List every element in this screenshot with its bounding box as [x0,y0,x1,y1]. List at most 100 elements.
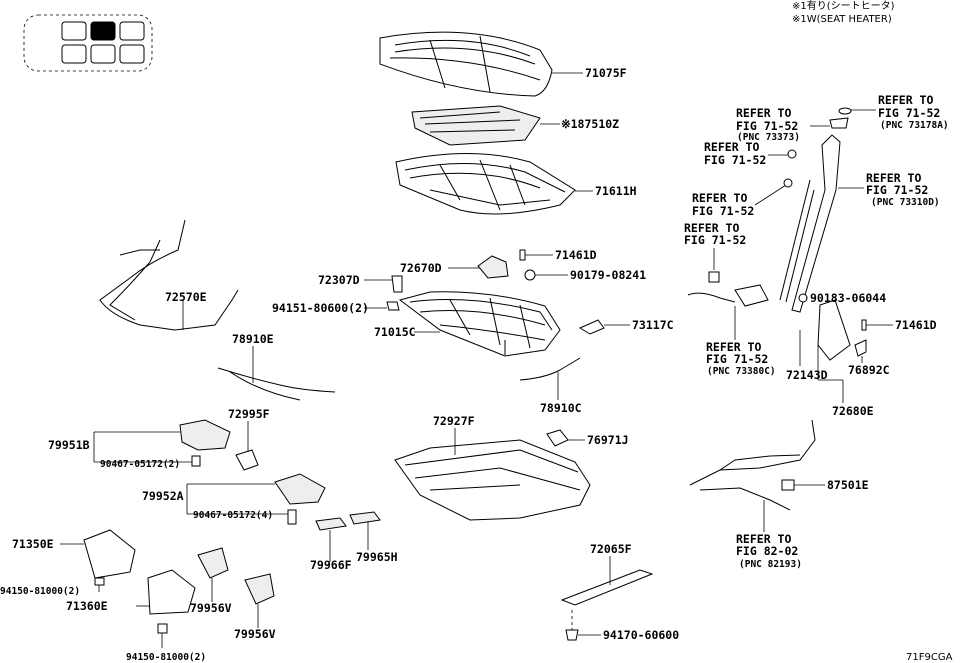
screw-90467-2[interactable] [191,455,201,467]
label-76971J[interactable]: 76971J [587,433,629,447]
label-73117C[interactable]: 73117C [632,318,674,332]
label-72927F[interactable]: 72927F [433,414,475,428]
label-94170[interactable]: 94170-60600 [603,628,679,642]
refer-block-5[interactable]: REFER TO FIG 71-52 [692,178,793,218]
refer-block-6[interactable]: REFER TO FIG 71-52 [684,221,746,283]
label-78910E[interactable]: 78910E [232,332,274,346]
part-72307D[interactable] [391,275,403,293]
svg-text:(PNC 73373): (PNC 73373) [737,132,800,143]
label-87510Z[interactable]: ※187510Z [561,117,619,131]
wire-harness-87501E[interactable] [689,419,816,511]
nut-90179[interactable] [524,269,536,281]
svg-text:FIG 71-52: FIG 71-52 [866,183,928,197]
label-76892C[interactable]: 76892C [848,363,890,377]
part-76892C[interactable] [854,339,867,357]
screw-90467-4[interactable] [287,509,297,525]
label-78910C[interactable]: 78910C [540,401,582,415]
nut-94150-b[interactable] [157,623,168,634]
label-90183[interactable]: 90183-06044 [810,291,886,305]
seat-locator-icon [23,14,153,72]
seat-belt-assembly[interactable] [734,134,851,361]
seat-tray-72927F[interactable] [394,439,591,521]
wire-78910E[interactable] [217,367,336,393]
seat-heater-pad[interactable] [411,105,541,146]
svg-text:FIG 71-52: FIG 71-52 [878,106,940,120]
note-seat-heater-en: ※1W(SEAT HEATER) [792,14,892,25]
label-90179[interactable]: 90179-08241 [570,268,646,282]
part-79965H[interactable] [349,511,381,525]
clip-71461D-top[interactable] [519,249,526,261]
label-71360E[interactable]: 71360E [66,599,108,613]
refer-block-3[interactable]: REFER TO FIG 71-52 [704,140,797,167]
diagram-code: 71F9CGA [906,652,953,663]
connector-87501E[interactable] [781,479,795,491]
label-79965H[interactable]: 79965H [356,550,398,564]
label-71015C[interactable]: 71015C [374,325,416,339]
label-79956V-b[interactable]: 79956V [234,627,276,641]
svg-text:(PNC 73310D): (PNC 73310D) [871,197,940,208]
label-72307D[interactable]: 72307D [318,273,360,287]
refer-block-7[interactable]: REFER TO FIG 71-52 (PNC 73380C) [687,292,776,377]
label-71461D-right[interactable]: 71461D [895,318,937,332]
hinge-71350E[interactable] [83,529,136,579]
label-72995F[interactable]: 72995F [228,407,270,421]
refer-block-2[interactable]: REFER TO FIG 71-52 (PNC 73178A) [838,93,949,131]
svg-text:FIG 71-52: FIG 71-52 [704,153,766,167]
label-79956V-a[interactable]: 79956V [190,601,232,615]
label-87501E[interactable]: 87501E [827,478,869,492]
svg-text:FIG 71-52: FIG 71-52 [736,119,798,133]
label-79952A[interactable]: 79952A [142,489,184,503]
label-90467-4[interactable]: 90467-05172(4) [193,510,273,521]
note-seat-heater-jp: ※1有り(シートヒータ) [792,0,895,12]
label-71461D-top[interactable]: 71461D [555,248,597,262]
label-71075F[interactable]: 71075F [585,66,627,80]
label-72670D[interactable]: 72670D [400,261,442,275]
part-76971J[interactable] [546,429,569,447]
label-94151[interactable]: 94151-80600(2) [272,301,369,315]
svg-text:(PNC 73178A): (PNC 73178A) [880,120,949,131]
label-94150-b[interactable]: 94150-81000(2) [126,652,206,663]
cushion-pad-part[interactable] [395,153,576,215]
seat-cover-part[interactable] [379,31,553,97]
svg-text:FIG 71-52: FIG 71-52 [684,233,746,247]
label-94150-a[interactable]: 94150-81000(2) [0,586,80,597]
label-79951B[interactable]: 79951B [48,438,90,452]
cover-79951B[interactable] [179,419,231,451]
svg-text:FIG 82-02: FIG 82-02 [736,544,798,558]
label-71350E[interactable]: 71350E [12,537,54,551]
part-79956V-a[interactable] [197,547,229,579]
clip-94170[interactable] [565,629,579,641]
label-72570E[interactable]: 72570E [165,290,207,304]
bracket-72670D[interactable] [477,255,509,279]
clip-71461D-right[interactable] [861,319,867,331]
svg-text:REFER TO: REFER TO [704,140,759,154]
nut-94150-a[interactable] [94,577,105,586]
svg-text:REFER TO: REFER TO [706,340,761,354]
svg-text:REFER TO: REFER TO [736,532,791,546]
cable-72570E[interactable] [99,219,239,331]
nut-90183[interactable] [798,293,808,303]
part-73117C[interactable] [578,319,605,335]
svg-text:FIG 71-52: FIG 71-52 [706,352,768,366]
label-72065F[interactable]: 72065F [590,542,632,556]
hinge-71360E[interactable] [147,569,196,615]
label-90467-2[interactable]: 90467-05172(2) [100,459,180,470]
refer-block-1[interactable]: REFER TO FIG 71-52 (PNC 73373) [736,106,849,143]
wire-78910C[interactable] [519,357,581,381]
rod-72065F[interactable] [560,569,654,606]
label-79966F[interactable]: 79966F [310,558,352,572]
cover-79952A[interactable] [274,473,326,505]
label-72143D[interactable]: 72143D [786,368,828,382]
refer-block-4[interactable]: REFER TO FIG 71-52 (PNC 73310D) [838,171,940,208]
nut-94151[interactable] [386,301,400,311]
svg-text:REFER TO: REFER TO [866,171,921,185]
label-71611H[interactable]: 71611H [595,184,637,198]
label-72680E[interactable]: 72680E [832,404,874,418]
svg-text:REFER TO: REFER TO [692,191,747,205]
seat-frame-part[interactable] [398,291,561,357]
part-79956V-b[interactable] [244,573,275,605]
part-79966F[interactable] [315,517,347,531]
part-72995F[interactable] [235,449,259,471]
refer-block-8[interactable]: REFER TO FIG 82-02 (PNC 82193) [736,500,802,570]
